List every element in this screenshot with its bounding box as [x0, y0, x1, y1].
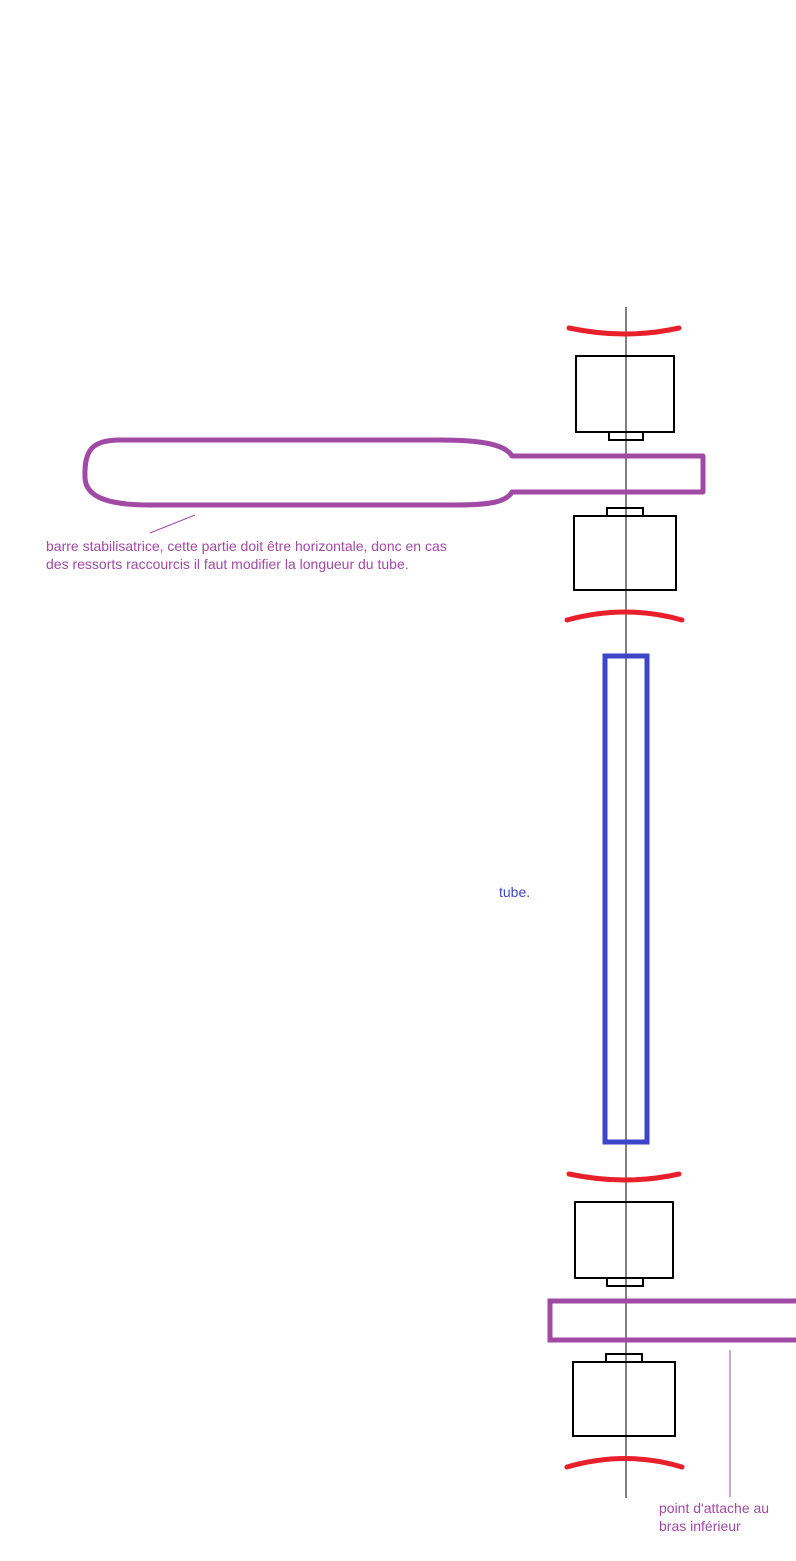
upper-block-top [575, 355, 675, 433]
upper-block-bottom [573, 515, 677, 591]
upper-spring-top [566, 325, 682, 337]
lower-block-bottom [572, 1361, 676, 1437]
lower-spring-top [566, 1171, 682, 1183]
tube [602, 653, 650, 1145]
stabilizer-leader-line [149, 514, 196, 534]
attach-point-label-line1: point d'attache au [659, 1500, 770, 1516]
upper-block-bottom-tab [606, 507, 644, 517]
lower-block-bottom-tab [605, 1353, 643, 1363]
tube-label: tube. [499, 884, 531, 900]
upper-block-top-tab [608, 431, 644, 441]
stabilizer-bar-label-line1: barre stabilisatrice, cette partie doit … [46, 538, 447, 554]
upper-spring-bottom [564, 609, 685, 623]
stabilizer-bar-label-line2: des ressorts raccourcis il faut modifier… [46, 556, 409, 572]
attach-point-label: point d'attache au bras inférieur [659, 1499, 769, 1535]
lower-block-top [574, 1201, 674, 1279]
stabilizer-bar-label: barre stabilisatrice, cette partie doit … [46, 537, 447, 573]
attach-point-label-line2: bras inférieur [659, 1518, 741, 1534]
stabilizer-bar [82, 437, 706, 508]
lower-spring-bottom [564, 1456, 685, 1470]
lower-attach-bar [547, 1298, 796, 1343]
lower-block-top-tab [606, 1277, 644, 1287]
